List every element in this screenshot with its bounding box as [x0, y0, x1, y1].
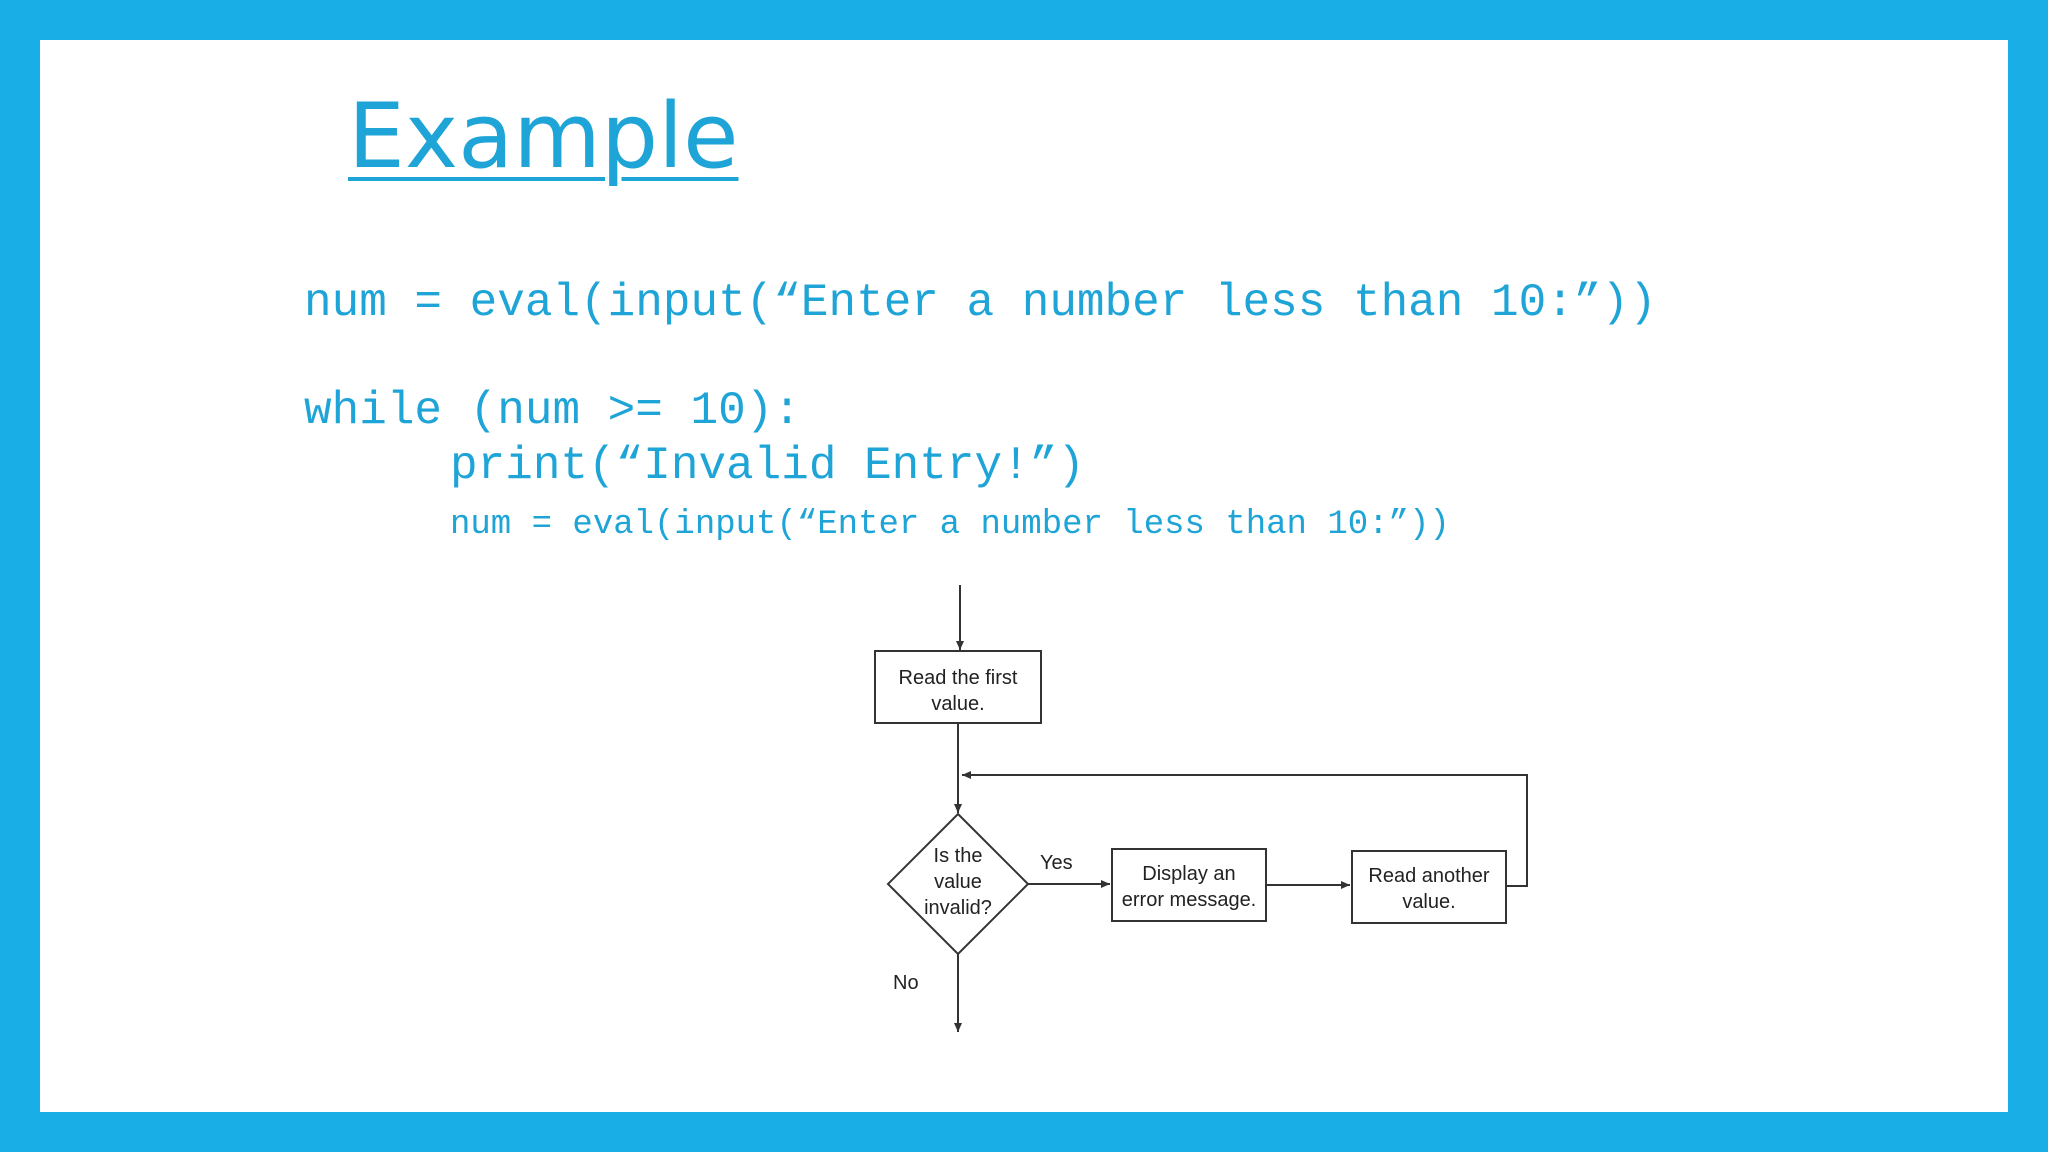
no-label: No — [893, 972, 919, 994]
yes-label: Yes — [1040, 852, 1073, 874]
flow-loop-back-arrow — [962, 771, 1528, 887]
code-line-reinput: num = eval(input(“Enter a number less th… — [450, 506, 1450, 544]
decision-label-line3: invalid? — [924, 897, 992, 919]
display-error-label-line2: error message. — [1122, 889, 1257, 911]
display-error-box — [1111, 848, 1267, 922]
code-line-print: print(“Invalid Entry!”) — [450, 440, 1085, 492]
read-another-label-line1: Read another — [1368, 865, 1490, 887]
display-error-label-line1: Display an — [1142, 863, 1235, 885]
code-line-input: num = eval(input(“Enter a number less th… — [304, 277, 1657, 329]
decision-label-line1: Is the — [934, 845, 983, 867]
slide-canvas — [40, 40, 2008, 1112]
read-another-label-line2: value. — [1402, 891, 1455, 913]
code-line-while: while (num >= 10): — [304, 385, 801, 437]
read-first-label-line1: Read the first — [899, 667, 1018, 689]
decision-label-line2: value — [934, 871, 982, 893]
read-first-label-line2: value. — [931, 693, 984, 715]
slide-title: Example — [348, 84, 739, 189]
read-another-box — [1351, 850, 1507, 924]
